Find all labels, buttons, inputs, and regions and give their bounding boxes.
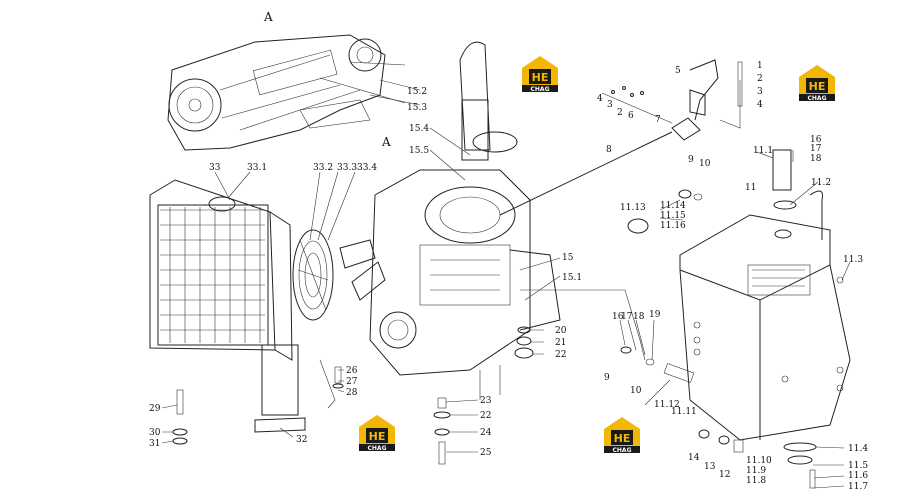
callout-label: 11.16 [660,221,686,231]
engine-top-view [167,34,421,151]
callout-label: 11.9 [746,466,766,476]
callout-label: 12 [719,470,730,480]
callout-label: 28 [346,388,358,398]
callout-label: 15.3 [407,103,427,113]
callout-label: 15.2 [407,87,427,97]
callout-label: 31 [149,439,160,449]
callout-label: 9 [604,373,610,383]
callout-label: 16 [810,135,822,145]
callout-label: 9 [688,155,694,165]
svg-text:CHAG: CHAG [368,445,387,452]
engine-main [339,41,561,400]
callout-label: 4 [597,94,603,104]
callout-label: 10 [630,386,642,396]
callout-label: 2 [757,74,763,84]
callout-label: 17 [621,312,633,322]
callout-label: 15.4 [409,124,429,134]
callout-label: 10 [699,159,711,169]
svg-text:CHAG: CHAG [613,447,632,454]
svg-text:HE: HE [369,430,386,443]
brand-logo: HE CHAG [799,65,835,102]
callout-label: 11.14 [660,201,686,211]
callout-label: 32 [296,435,307,445]
callout-label: 20 [555,326,567,336]
callout-label: 4 [757,100,763,110]
brand-logo: HE CHAG [604,417,640,454]
svg-text:HE: HE [809,80,826,93]
callout-label: 33.3 [337,163,357,173]
section-label-a-main: A [381,135,391,149]
throttle-linkage [499,59,743,216]
callout-label: 3 [757,87,763,97]
callout-label: 11.6 [848,471,868,481]
callout-label: 11.8 [746,476,766,486]
callout-label: 11.4 [848,444,868,454]
callout-label: 22 [555,350,566,360]
callout-label: 7 [655,115,661,125]
callout-label: 22 [480,411,491,421]
callout-label: 15.5 [409,146,429,156]
callout-label: 33.4 [357,163,377,173]
callout-label: 11.2 [811,178,831,188]
callout-label: 1 [757,61,763,71]
callout-label: 33.2 [313,163,333,173]
callout-label: 19 [649,310,661,320]
callout-label: 24 [480,428,492,438]
callout-label: 15.1 [562,273,582,283]
svg-text:HE: HE [532,71,549,84]
svg-text:HE: HE [614,432,631,445]
callout-label: 11.1 [753,146,773,156]
callout-label: 11.10 [746,456,772,466]
callout-label: 26 [346,366,358,376]
callout-label: 11 [745,183,756,193]
callout-label: 23 [480,396,492,406]
callout-label: 11.15 [660,211,686,221]
callout-label: 3 [607,100,613,110]
callout-label: 11.3 [843,255,863,265]
callout-label: 21 [555,338,566,348]
callout-label: 11.5 [848,461,868,471]
leader-lines [161,61,851,489]
section-label-a-top: A [263,10,273,24]
callout-label: 14 [688,453,700,463]
callout-label: 33 [209,163,221,173]
callout-label: 11.7 [848,482,868,492]
callout-label: 25 [480,448,492,458]
radiator-assembly [149,179,336,433]
callout-label: 11.12 [654,400,680,410]
callout-label: 6 [628,111,634,121]
callout-label: 13 [704,462,716,472]
callout-label: 11.11 [671,407,697,417]
callout-label: 2 [617,108,623,118]
svg-text:CHAG: CHAG [531,86,550,93]
fan-guard [292,229,334,321]
callout-label: 17 [810,144,822,154]
callout-labels: 1 2 3 4 4 3 2 6 5 7 8 9 10 11 11.1 11.2 … [149,61,868,492]
callout-label: 33.1 [247,163,267,173]
callout-label: 27 [346,377,358,387]
callout-label: 30 [149,428,161,438]
callout-label: 11.13 [620,203,646,213]
callout-label: 8 [606,145,612,155]
svg-text:CHAG: CHAG [808,95,827,102]
callout-label: 16 [612,312,624,322]
callout-label: 5 [675,66,681,76]
callout-label: 15 [562,253,574,263]
brand-logo: HE CHAG [522,56,558,93]
callout-label: 18 [810,154,822,164]
callout-label: 29 [149,404,161,414]
brand-logo: HE CHAG [359,415,395,452]
fuel-tank [520,149,851,489]
callout-label: 18 [633,312,645,322]
